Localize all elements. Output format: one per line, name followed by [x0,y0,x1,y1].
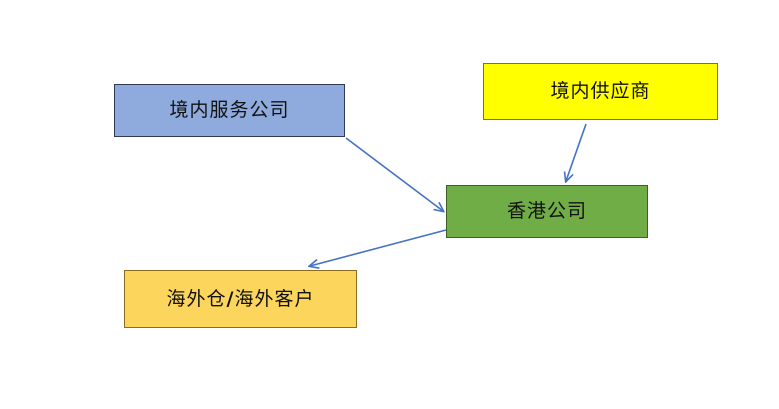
arrow-hk-to-overseas [310,229,447,266]
node-overseas-warehouse-customer[interactable]: 海外仓/海外客户 [124,270,357,328]
node-overseas-warehouse-label: 海外仓 [166,287,227,310]
node-domestic-service-company[interactable]: 境内服务公司 [114,84,345,137]
node-domestic-supplier[interactable]: 境内供应商 [483,63,718,120]
node-overseas-separator: / [226,287,235,310]
node-hong-kong-company-label: 香港公司 [506,200,587,223]
node-overseas-customer-label: 海外客户 [234,287,315,310]
node-domestic-supplier-label: 境内供应商 [550,80,651,103]
node-hong-kong-company[interactable]: 香港公司 [446,185,648,238]
arrow-supplier-to-hk [566,123,587,181]
node-domestic-service-company-label: 境内服务公司 [169,99,290,122]
arrow-service-to-hk [345,137,443,211]
